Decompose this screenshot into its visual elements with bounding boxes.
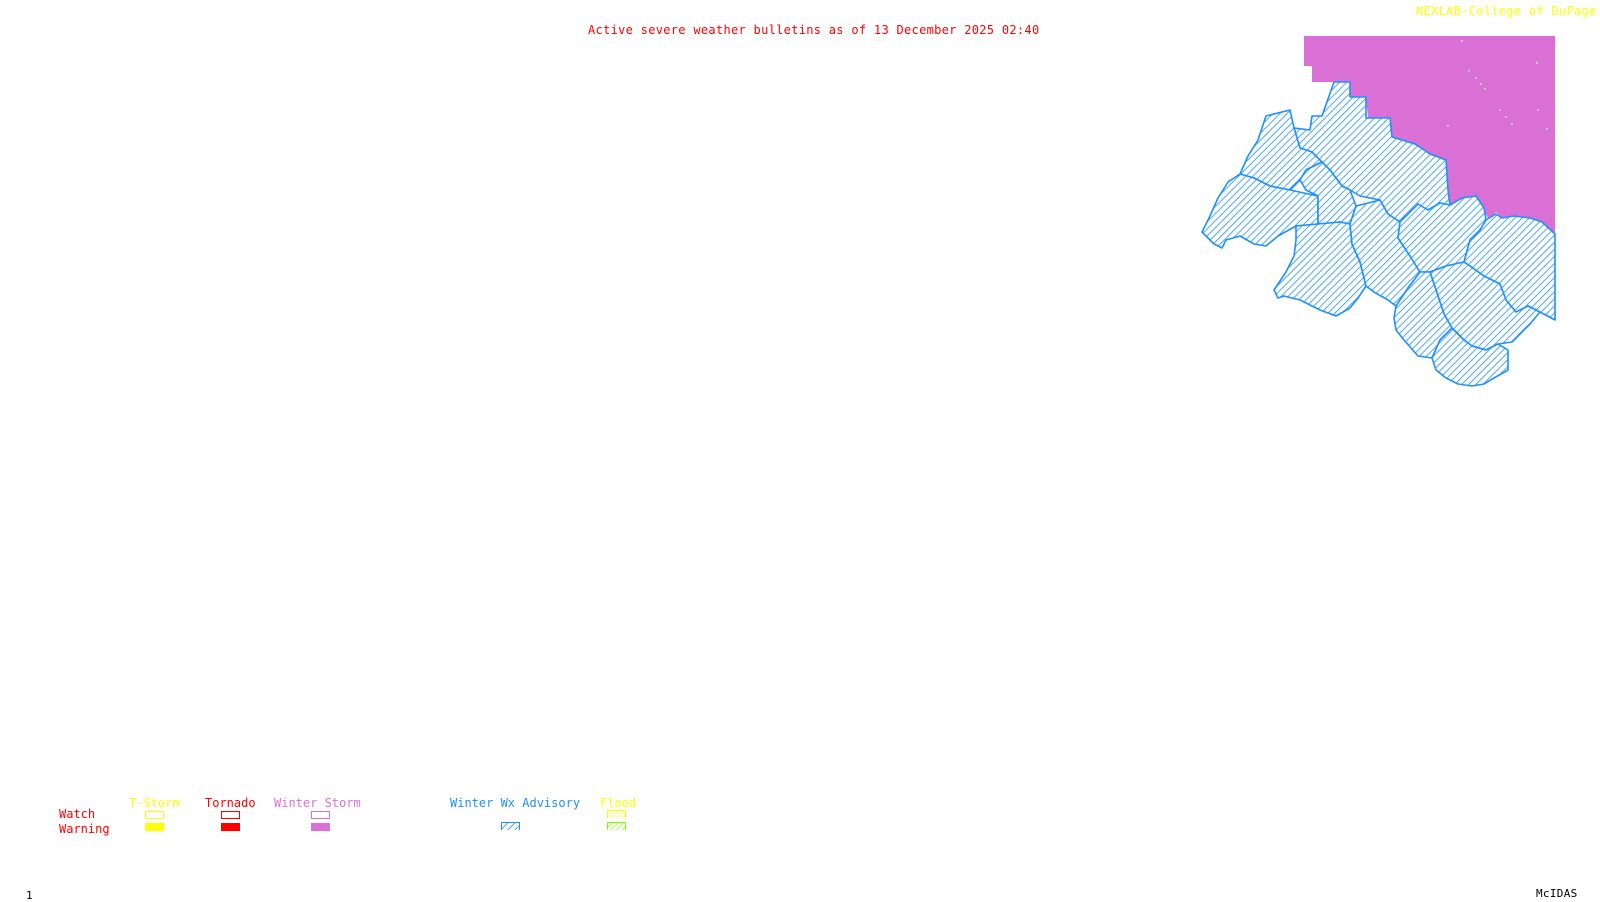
winter-storm-watch-swatch: [311, 811, 330, 819]
county-polygon: [1431, 327, 1509, 387]
software-label: McIDAS: [1536, 887, 1578, 900]
legend-header-tstorm: T-Storm: [129, 796, 180, 810]
flood-warning-swatch: [607, 822, 626, 830]
legend-header-winter-wx-advisory: Winter Wx Advisory: [450, 796, 581, 810]
tornado-watch-swatch: [221, 811, 240, 819]
winter-storm-warning-area: [1304, 36, 1555, 234]
winter-wx-advisory-areas: [1201, 81, 1556, 387]
legend-header-flood: Flood: [600, 796, 637, 810]
legend-header-tornado: Tornado: [205, 796, 256, 810]
tstorm-watch-swatch: [145, 811, 164, 819]
legend-row-warning: Warning: [59, 822, 110, 836]
credit-text: NEXLAB-College of DuPage: [1416, 4, 1597, 18]
tstorm-warning-swatch: [145, 823, 164, 831]
county-polygon: [1201, 173, 1319, 249]
tornado-warning-swatch: [221, 823, 240, 831]
page-title: Active severe weather bulletins as of 13…: [588, 23, 1040, 37]
legend-row-watch: Watch: [59, 807, 96, 821]
flood-watch-swatch: [607, 810, 626, 818]
credit-label: NEXLAB-College of DuPage ↘: [1416, 5, 1600, 17]
map-speckles: [1447, 40, 1548, 130]
winter-wx-advisory-swatch: [501, 822, 520, 830]
frame-number: 1: [26, 889, 33, 902]
legend-header-winter-storm: Winter Storm: [274, 796, 361, 810]
winter-storm-warning-swatch: [311, 823, 330, 831]
